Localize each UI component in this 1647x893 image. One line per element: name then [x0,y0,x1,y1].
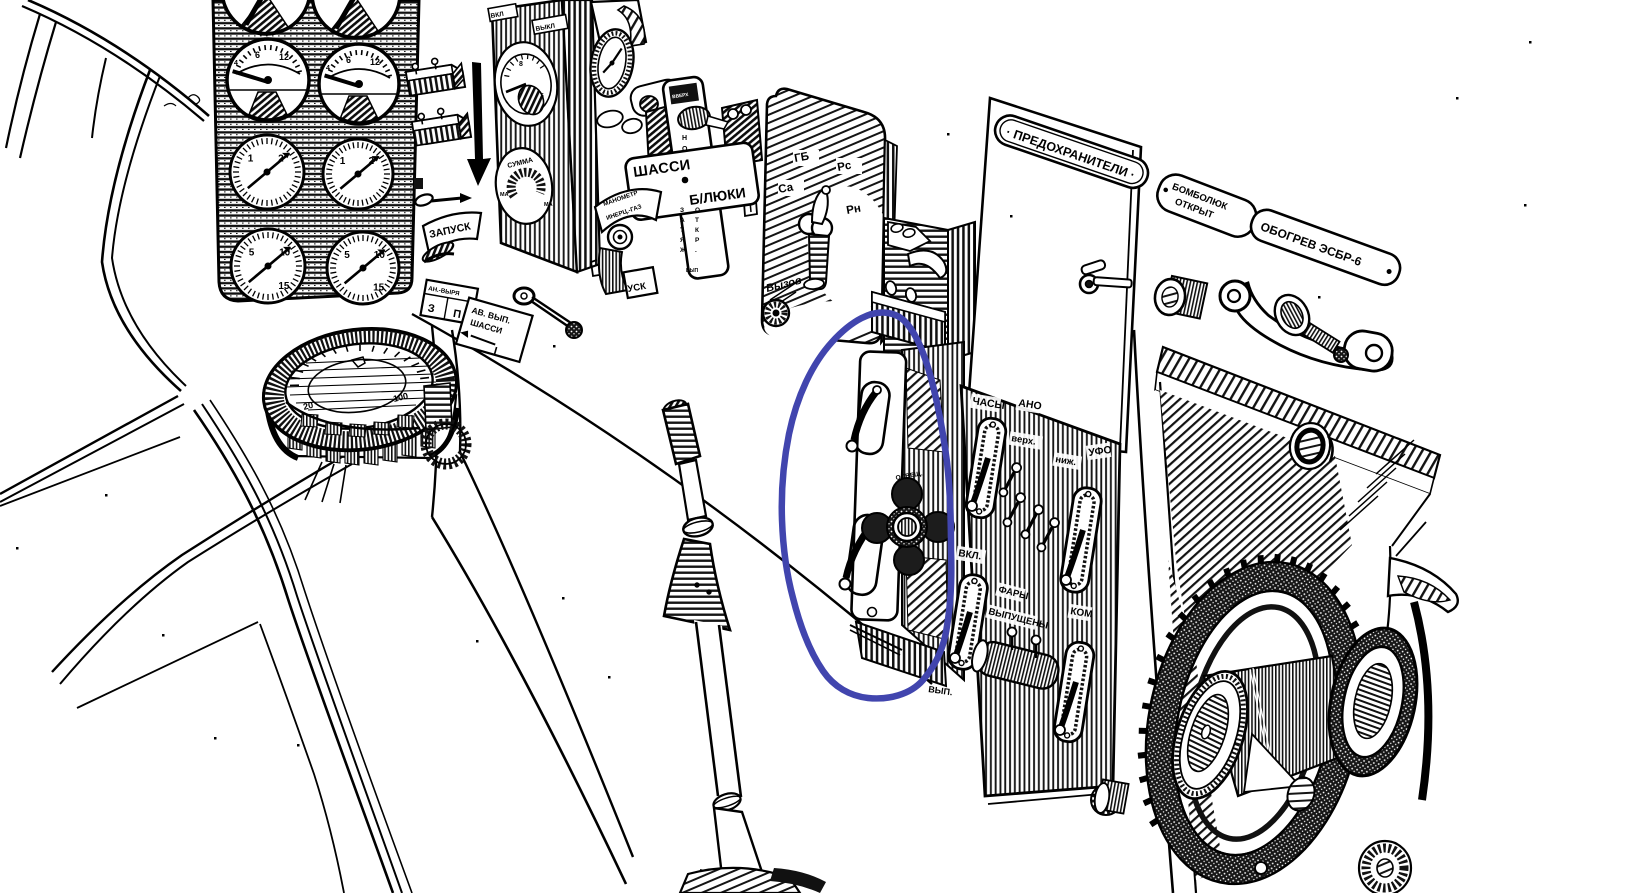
svg-text:З: З [427,302,436,315]
svg-text:Ж: Ж [679,247,686,254]
svg-text:О: О [682,146,688,153]
svg-text:А: А [680,217,685,224]
svg-text:УСК: УСК [627,281,647,295]
svg-text:АНО: АНО [1018,397,1043,413]
svg-text:Н: Н [682,135,687,142]
svg-text:МА: МА [544,202,553,208]
svg-text:5: 5 [249,248,255,259]
svg-text:20: 20 [302,400,314,412]
svg-text:ниж.: ниж. [1055,454,1077,468]
svg-text:УФО: УФО [1088,444,1113,459]
svg-text:1: 1 [248,154,254,165]
svg-text:ВЫП.: ВЫП. [928,684,953,697]
svg-text:П: П [452,308,462,321]
svg-text:ВЫКЛ: ВЫКЛ [535,23,556,33]
svg-text:КОМ: КОМ [1070,606,1094,620]
svg-text:6: 6 [255,50,260,60]
svg-text:Т: Т [680,227,684,234]
svg-text:15: 15 [373,282,385,293]
svg-text:1: 1 [340,156,346,167]
svg-text:О: О [695,207,700,214]
svg-text:4: 4 [234,60,238,67]
svg-text:Т: Т [695,217,699,224]
svg-text:4: 4 [326,65,330,72]
svg-text:ВВЕРХ: ВВЕРХ [672,92,690,100]
svg-text:12: 12 [279,52,289,62]
svg-text:Рс: Рс [836,160,853,174]
svg-text:ГБ: ГБ [793,151,810,165]
svg-text:Р: Р [695,237,700,244]
svg-text:15: 15 [278,281,290,292]
svg-text:5: 5 [344,250,350,261]
svg-text:.: . [695,247,697,254]
svg-text:8: 8 [519,61,523,68]
svg-text:12: 12 [370,57,380,67]
svg-text:Рн: Рн [845,203,862,217]
svg-text:Б/ЛЮКИ: Б/ЛЮКИ [688,184,747,208]
svg-text:ЧАСЫ: ЧАСЫ [972,395,1006,412]
svg-text:ВКЛ: ВКЛ [490,11,505,20]
svg-text:ШАССИ: ШАССИ [632,157,691,181]
svg-text:верх.: верх. [1011,433,1037,448]
svg-text:З: З [680,207,684,214]
svg-text:К: К [695,227,699,234]
svg-text:ВКЛ.: ВКЛ. [958,548,983,563]
svg-text:ОСВЕЩ.: ОСВЕЩ. [895,470,923,482]
svg-text:100: 100 [392,391,409,404]
svg-text:ВЫП: ВЫП [686,268,699,274]
svg-text:Са: Са [777,181,794,195]
svg-text:Я: Я [680,237,685,244]
svg-text:6: 6 [346,55,351,65]
svg-text:МА: МА [500,192,509,198]
